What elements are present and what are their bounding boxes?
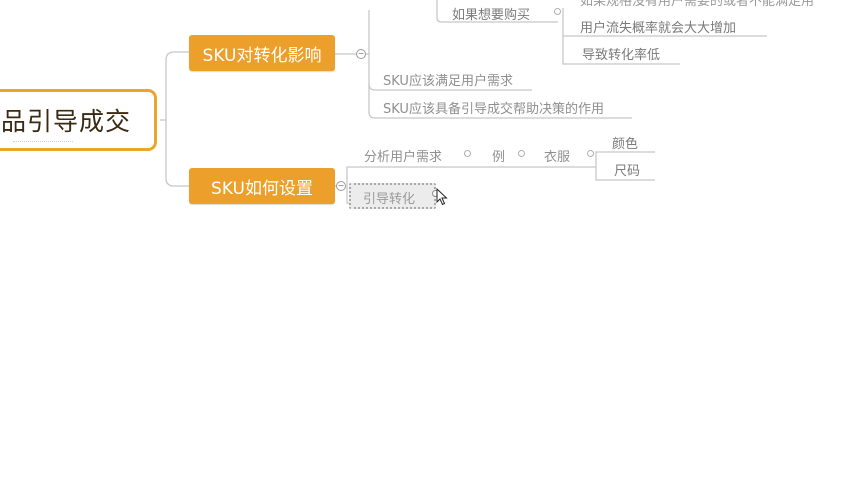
collapse-circle-icon[interactable] [554, 8, 561, 15]
subtopic-churn-label: 用户流失概率就会大大增加 [580, 21, 737, 36]
subtopic-example-label: 例 [492, 150, 506, 165]
subtopic-partial-top-label: 如果规格没有用户需要的或者不能满足用 [580, 0, 815, 9]
subtopic-conv-low-label: 导致转化率低 [582, 48, 661, 63]
root-topic-label: 品引导成交 [1, 107, 132, 136]
subtopic-churn[interactable]: 用户流失概率就会大大增加 [580, 17, 736, 36]
subtopic-color-label: 颜色 [612, 137, 639, 152]
subtopic-decision-help[interactable]: SKU应该具备引导成交帮助决策的作用 [383, 98, 604, 117]
subtopic-guide-conv[interactable]: 引导转化 [349, 183, 436, 209]
subtopic-analyze[interactable]: 分析用户需求 [364, 146, 442, 165]
collapse-circle-icon[interactable]: − [336, 181, 346, 191]
subtopic-clothing-label: 衣服 [544, 150, 571, 165]
collapse-circle-icon[interactable] [464, 150, 471, 157]
collapse-circle-icon[interactable] [587, 150, 594, 157]
collapse-circle-icon[interactable]: − [356, 49, 366, 59]
subtopic-color[interactable]: 颜色 [612, 133, 638, 152]
mouse-cursor-icon [436, 188, 448, 206]
subtopic-decision-help-label: SKU应该具备引导成交帮助决策的作用 [383, 102, 604, 117]
subtopic-want-buy[interactable]: 如果想要购买 [452, 4, 530, 23]
subtopic-guide-conv-label: 引导转化 [363, 192, 416, 207]
subtopic-meet-needs-label: SKU应该满足用户需求 [383, 74, 513, 89]
subtopic-clothing[interactable]: 衣服 [544, 146, 570, 165]
root-dotted-underline [13, 141, 73, 142]
topic-sku-effect[interactable]: SKU对转化影响 [189, 35, 335, 71]
subtopic-meet-needs[interactable]: SKU应该满足用户需求 [383, 70, 513, 89]
topic-sku-setup[interactable]: SKU如何设置 [189, 168, 335, 204]
root-topic[interactable]: 品引导成交 [0, 89, 157, 151]
subtopic-example[interactable]: 例 [492, 146, 505, 165]
collapse-circle-icon[interactable] [518, 150, 525, 157]
topic-sku-setup-label: SKU如何设置 [211, 178, 313, 199]
subtopic-size[interactable]: 尺码 [614, 160, 640, 179]
subtopic-conv-low[interactable]: 导致转化率低 [582, 44, 660, 63]
topic-sku-effect-label: SKU对转化影响 [202, 45, 322, 66]
subtopic-analyze-label: 分析用户需求 [364, 150, 443, 165]
subtopic-partial-top[interactable]: 如果规格没有用户需要的或者不能满足用 [580, 0, 814, 9]
subtopic-size-label: 尺码 [614, 164, 641, 179]
subtopic-want-buy-label: 如果想要购买 [452, 8, 531, 23]
